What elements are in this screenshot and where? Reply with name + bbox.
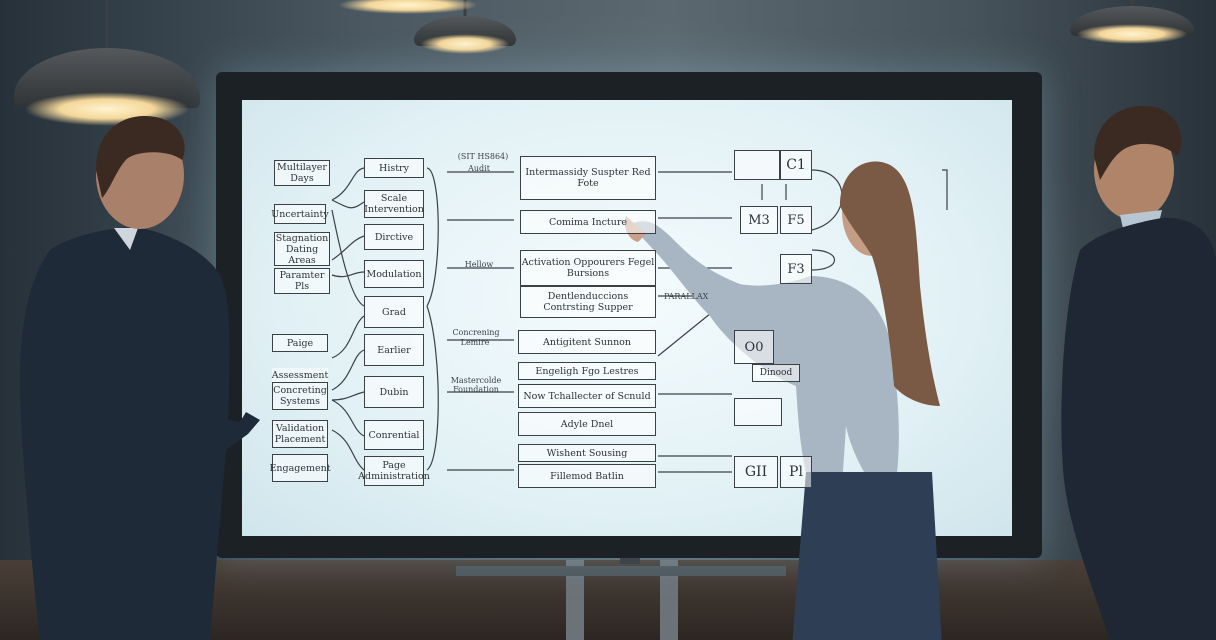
board-box-left-3: Stagnation Dating Areas <box>274 232 330 266</box>
label-lemire: Lemire <box>460 338 490 347</box>
board-box-left-6: Assessment <box>271 368 329 382</box>
board-box-center-3: Activation Oppourers Fegel Bursions <box>520 250 656 286</box>
label-parallax: PARALLAX <box>664 292 709 301</box>
board-box-right-o0: O0 <box>734 330 774 364</box>
woman-figure <box>624 161 942 640</box>
board-box-col2-7: Dubin <box>364 376 424 408</box>
board-box-right-m3: M3 <box>740 206 778 234</box>
board-box-left-5: Paige <box>272 334 328 352</box>
pendant-lamp-top <box>338 0 478 18</box>
board-box-center-10: Fillemod Batlin <box>518 464 656 488</box>
board-box-center-2: Comima Incture <box>520 210 656 234</box>
label-top-code: (SIT HS864) <box>457 152 509 161</box>
board-box-center-6: Engeligh Fgo Lestres <box>518 362 656 380</box>
monitor-stand-pole-left <box>566 560 584 640</box>
board-box-col2-9: Page Administration <box>358 456 430 486</box>
board-box-left-8: Validation Placement <box>272 420 328 448</box>
board-box-right-c1-label: C1 <box>780 150 812 180</box>
board-box-right-empty <box>734 398 782 426</box>
board-box-center-4: Dentlenduccions Contrsting Supper <box>520 286 656 318</box>
connector-lines <box>331 167 948 473</box>
board-box-left-9: Engagement <box>269 454 331 482</box>
label-concrening: Concrening <box>452 328 500 337</box>
monitor-stand-pole-right <box>660 560 678 640</box>
board-box-right-f3: F3 <box>780 254 812 284</box>
board-box-center-5: Antigitent Sunnon <box>518 330 656 354</box>
man-left-figure <box>19 115 260 640</box>
board-box-center-1: Intermassidy Suspter Red Fote <box>520 156 656 200</box>
board-box-right-pl: Pl <box>780 456 812 488</box>
man-right-figure <box>1061 105 1216 640</box>
board-box-col2-4: Modulation <box>364 260 424 288</box>
board-box-right-f5: F5 <box>780 206 812 234</box>
pendant-lamp-right <box>1070 0 1194 46</box>
pendant-lamp-left <box>14 0 200 130</box>
board-box-col2-8: Conrential <box>364 420 424 450</box>
label-foundation: Mastercolde Foundation <box>450 376 502 394</box>
label-hellow: Hellow <box>464 260 494 269</box>
board-box-center-8: Adyle Dnel <box>518 412 656 436</box>
board-box-left-1: Multilayer Days <box>274 160 330 186</box>
board-box-col2-3: Dirctive <box>364 224 424 250</box>
board-box-col2-5: Grad <box>364 296 424 328</box>
board-box-center-7: Now Tchallecter of Scnuld <box>518 384 656 408</box>
label-audit: Audit <box>468 164 490 173</box>
board-box-left-7: Concreting Systems <box>272 382 328 410</box>
board-box-left-2: Uncertainty <box>271 204 329 224</box>
board-box-right-c1 <box>734 150 780 180</box>
monitor-logo <box>620 558 640 564</box>
board-box-col2-2: Scale Intervention <box>364 190 424 218</box>
board-box-left-4: Paramter Pls <box>274 268 330 294</box>
board-box-right-gii: GII <box>734 456 778 488</box>
board-box-right-dinood: Dinood <box>752 364 800 382</box>
board-box-center-9: Wishent Sousing <box>518 444 656 462</box>
monitor-stand-bar <box>456 566 786 576</box>
board-box-col2-6: Earlier <box>364 334 424 366</box>
board-box-col2-1: Histry <box>364 158 424 178</box>
